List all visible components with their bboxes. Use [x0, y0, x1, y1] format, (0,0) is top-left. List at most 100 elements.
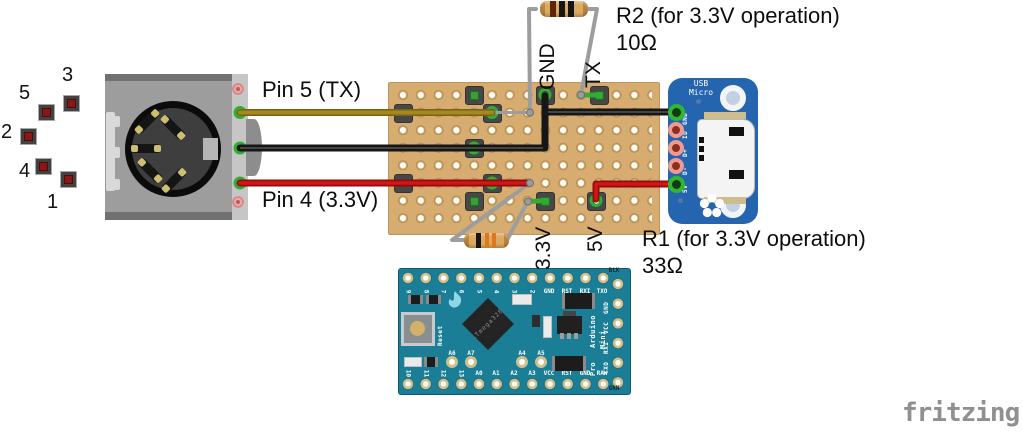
- arduino-right-holes: [611, 276, 625, 389]
- arduino-pin-label: GND: [543, 288, 555, 295]
- arduino-analog-label: A5: [537, 350, 545, 357]
- fritzing-watermark: fritzing: [902, 398, 1020, 428]
- arduino-analog-hole: [446, 356, 458, 368]
- arduino-pin-label: A0: [475, 370, 483, 377]
- din-pinout-number: 1: [47, 191, 59, 213]
- usb-connector-slot: [729, 170, 744, 179]
- smd-capacitor: [426, 295, 441, 304]
- din5-terminal-unused-core: [236, 87, 240, 91]
- usb-micro-connector: [697, 119, 755, 199]
- arduino-analog-hole: [535, 356, 547, 368]
- perfboard-pad[interactable]: [465, 86, 484, 105]
- din-pinout-pad[interactable]: [35, 158, 52, 175]
- arduino-analog-label: A4: [518, 350, 526, 357]
- din-pinout-pad[interactable]: [60, 171, 77, 188]
- r2-band-black: [559, 1, 565, 17]
- arduino-pin-label: A3: [528, 370, 536, 377]
- label-5v[interactable]: 5V: [584, 226, 607, 252]
- arduino-pin-label: RST: [561, 288, 573, 295]
- regulator-leg: [567, 333, 571, 339]
- smd-capacitor: [543, 316, 552, 338]
- din-pinout-number: 3: [62, 64, 74, 86]
- perfboard-pad[interactable]: [465, 192, 484, 211]
- usb-pad-id[interactable]: [668, 122, 684, 138]
- resistor-r2[interactable]: [540, 1, 588, 17]
- arduino-corner-label-blk: BLK: [608, 267, 620, 274]
- adafruit-flower-logo: [699, 193, 725, 218]
- wire-5v[interactable]: [594, 182, 675, 201]
- wire-gnd-din[interactable]: [236, 92, 549, 152]
- label-gnd[interactable]: GND: [536, 43, 559, 90]
- usb-pad-dplus[interactable]: [668, 140, 684, 156]
- arduino-pin-label: RST: [561, 370, 573, 377]
- label-r2-title[interactable]: R2 (for 3.3V operation): [616, 3, 840, 28]
- arduino-bottom-holes: [400, 377, 613, 391]
- usb-connector-slot: [729, 127, 744, 136]
- regulator-leg: [560, 333, 564, 339]
- label-r1-title[interactable]: R1 (for 3.3V operation): [642, 226, 866, 251]
- din-pinout-pad[interactable]: [38, 104, 55, 121]
- smd-capacitor: [424, 357, 438, 367]
- usb-connector-pad: [704, 112, 746, 119]
- regulator-leg: [574, 333, 578, 339]
- sparkfun-flame-logo: [448, 291, 462, 308]
- usb-pad-gnd[interactable]: [668, 104, 685, 121]
- r2-band-black: [568, 1, 574, 17]
- din5-top-edge: [105, 74, 248, 81]
- usb-via: [696, 99, 701, 104]
- arduino-pin-label: GND: [579, 370, 591, 377]
- arduino-top-holes: [400, 271, 613, 285]
- usb-title-line1: USB: [693, 79, 709, 88]
- r1-band-black: [476, 233, 481, 248]
- arduino-analog-hole: [516, 356, 528, 368]
- r2-lead-left[interactable]: [527, 7, 538, 113]
- arduino-pin-label: VCC: [543, 370, 555, 377]
- r2-lead-right[interactable]: [579, 7, 599, 96]
- usb-pad-5v[interactable]: [668, 176, 685, 193]
- label-pin4-33v[interactable]: Pin 4 (3.3V): [262, 187, 379, 212]
- arduino-pin-label: A2: [510, 370, 518, 377]
- arduino-pin-label: TXO: [596, 288, 608, 295]
- din5-mount-clip: [114, 179, 120, 190]
- reset-button[interactable]: [401, 312, 435, 346]
- usb-connector-contact: [699, 137, 704, 143]
- r1-band-orange: [492, 233, 496, 248]
- din-pinout-number: 4: [19, 160, 31, 182]
- din5-pin: [131, 144, 161, 153]
- arduino-analog-label: A6: [448, 350, 456, 357]
- arduino-analog-label: A7: [467, 350, 475, 357]
- usb-via: [678, 198, 683, 203]
- label-pin5-tx[interactable]: Pin 5 (TX): [262, 77, 362, 102]
- arduino-pro-mini[interactable]: [398, 268, 631, 395]
- din-pinout-number: 5: [19, 82, 31, 104]
- arduino-pin-label: A1: [492, 370, 500, 377]
- arduino-pin-label: RAW: [596, 370, 608, 377]
- din-pinout-pad[interactable]: [20, 128, 37, 145]
- label-3v3[interactable]: 3.3V: [532, 226, 555, 270]
- label-r1-value[interactable]: 33Ω: [642, 253, 683, 278]
- usb-pad-dminus[interactable]: [668, 158, 684, 174]
- din5-mount-clip: [114, 147, 120, 158]
- label-r2-value[interactable]: 10Ω: [616, 30, 657, 55]
- din5-key-notch: [203, 138, 218, 160]
- arduino-analog-hole: [465, 356, 477, 368]
- din-pinout-number: 2: [1, 121, 13, 143]
- din-pinout-pad[interactable]: [63, 95, 80, 112]
- r1-lead-right[interactable]: [505, 199, 530, 242]
- smd-capacitor: [408, 295, 423, 304]
- usb-connector-pad: [704, 197, 746, 204]
- label-tx[interactable]: TX: [582, 61, 605, 88]
- usb-connector-contact: [699, 146, 704, 152]
- junction-dots: [524, 91, 585, 206]
- voltage-regulator: [557, 316, 582, 334]
- usb-mounting-hole: [720, 85, 746, 111]
- din5-mount-clip: [114, 116, 120, 127]
- r1-lead-left[interactable]: [450, 181, 532, 242]
- smd-component: [512, 294, 532, 305]
- resistor-r1[interactable]: [464, 233, 509, 248]
- r2-band-brown: [550, 1, 556, 17]
- din5-bottom-edge: [105, 212, 248, 220]
- din5-mount-clip: [106, 112, 115, 191]
